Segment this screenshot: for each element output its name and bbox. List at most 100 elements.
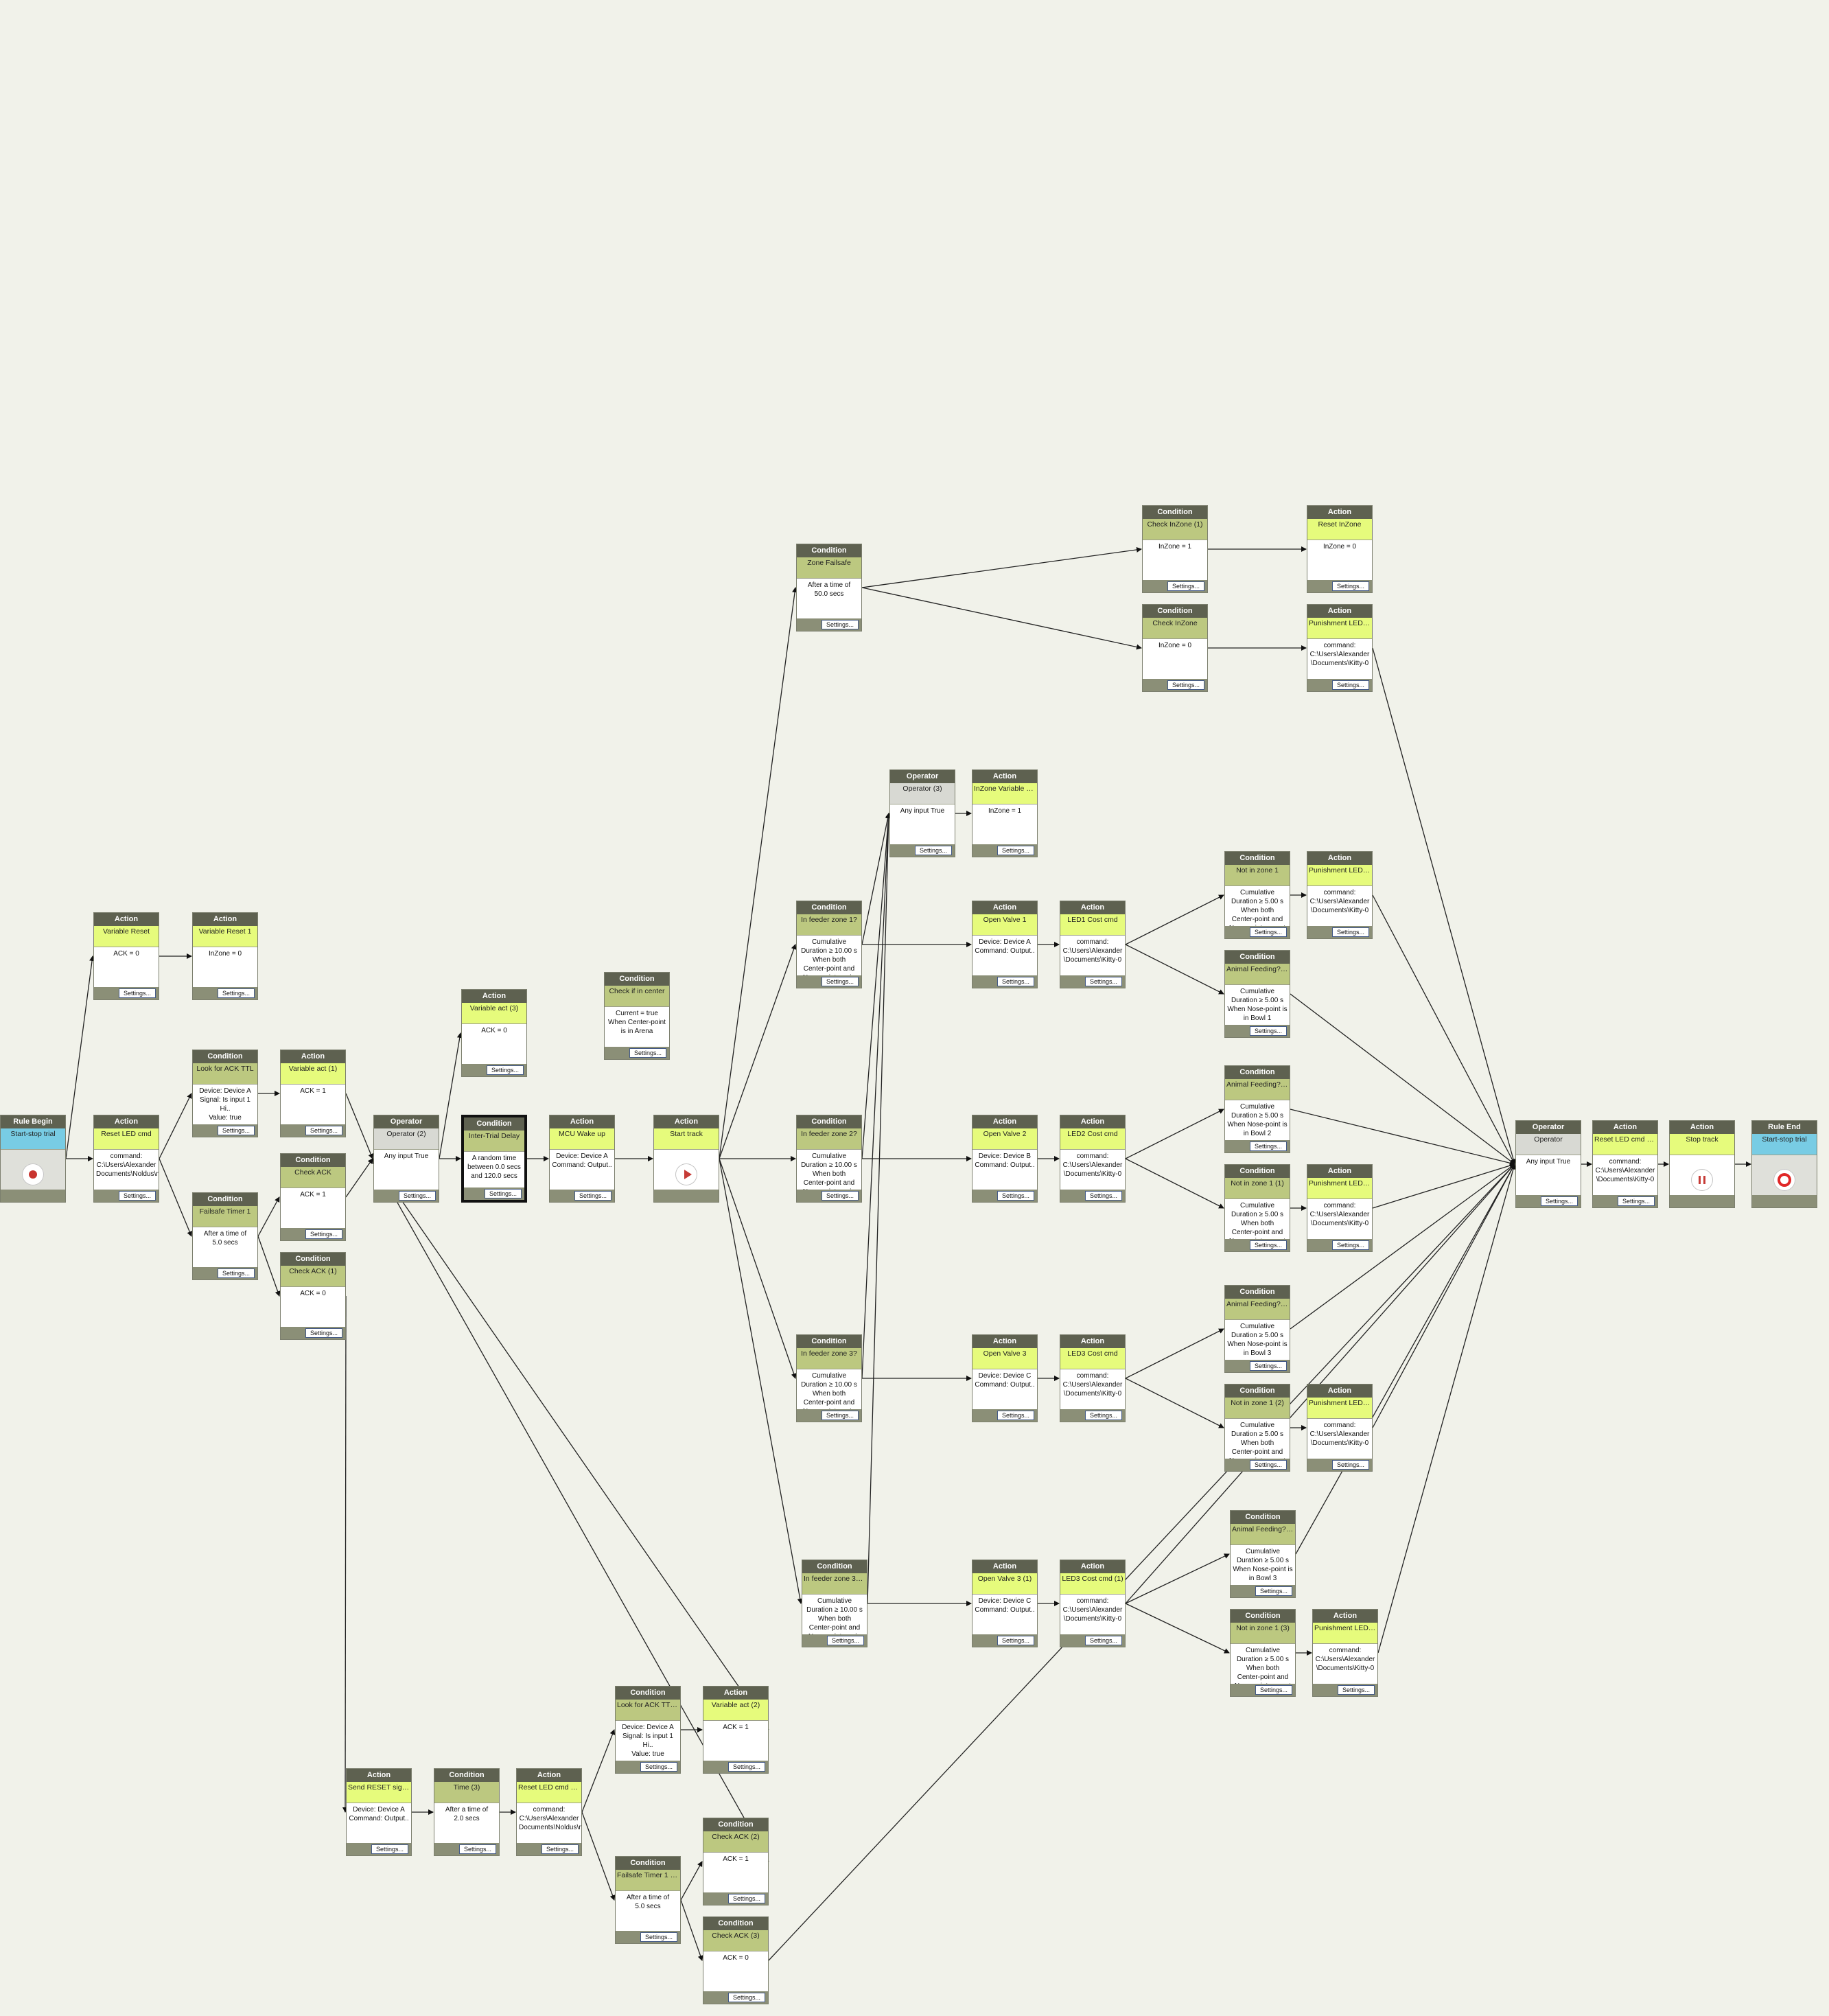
settings-button[interactable]: Settings...	[1250, 1026, 1287, 1036]
settings-button[interactable]: Settings...	[1332, 1240, 1369, 1250]
settings-button[interactable]: Settings...	[574, 1191, 611, 1201]
settings-button[interactable]: Settings...	[305, 1328, 342, 1338]
settings-button[interactable]: Settings...	[997, 977, 1034, 986]
settings-button[interactable]: Settings...	[1250, 1142, 1287, 1151]
settings-button[interactable]: Settings...	[1250, 1460, 1287, 1470]
settings-button[interactable]: Settings...	[997, 1636, 1034, 1645]
settings-button[interactable]: Settings...	[1332, 927, 1369, 937]
settings-button[interactable]: Settings...	[827, 1636, 864, 1645]
settings-button[interactable]: Settings...	[305, 1229, 342, 1239]
settings-button[interactable]: Settings...	[997, 1191, 1034, 1201]
settings-button[interactable]: Settings...	[915, 846, 952, 855]
settings-button[interactable]: Settings...	[1085, 1636, 1122, 1645]
settings-button[interactable]: Settings...	[1250, 927, 1287, 937]
settings-button[interactable]: Settings...	[541, 1844, 579, 1854]
settings-button[interactable]: Settings...	[728, 1762, 765, 1772]
settings-button[interactable]: Settings...	[1167, 581, 1204, 591]
settings-button[interactable]: Settings...	[485, 1189, 522, 1198]
settings-button[interactable]: Settings...	[1338, 1685, 1375, 1695]
settings-button[interactable]: Settings...	[371, 1844, 408, 1854]
settings-button[interactable]: Settings...	[1250, 1240, 1287, 1250]
settings-button[interactable]: Settings...	[1085, 977, 1122, 986]
settings-button[interactable]: Settings...	[1332, 680, 1369, 690]
settings-button[interactable]: Settings...	[1085, 1191, 1122, 1201]
settings-button[interactable]: Settings...	[1250, 1361, 1287, 1371]
settings-button[interactable]: Settings...	[1167, 680, 1204, 690]
settings-button[interactable]: Settings...	[640, 1932, 677, 1942]
settings-button[interactable]: Settings...	[305, 1126, 342, 1135]
settings-button[interactable]: Settings...	[1332, 1460, 1369, 1470]
settings-button[interactable]: Settings...	[119, 988, 156, 998]
settings-button[interactable]: Settings...	[822, 620, 859, 629]
settings-button[interactable]: Settings...	[728, 1993, 765, 2002]
settings-button[interactable]: Settings...	[1255, 1586, 1292, 1596]
settings-button[interactable]: Settings...	[728, 1894, 765, 1903]
settings-button[interactable]: Settings...	[119, 1191, 156, 1201]
settings-button[interactable]: Settings...	[640, 1762, 677, 1772]
settings-button[interactable]: Settings...	[1541, 1196, 1578, 1206]
settings-button[interactable]: Settings...	[218, 988, 255, 998]
settings-button[interactable]: Settings...	[997, 846, 1034, 855]
settings-button[interactable]: Settings...	[218, 1126, 255, 1135]
settings-button[interactable]: Settings...	[822, 1411, 859, 1420]
settings-button[interactable]: Settings...	[1618, 1196, 1655, 1206]
settings-button[interactable]: Settings...	[822, 977, 859, 986]
settings-button[interactable]: Settings...	[1085, 1411, 1122, 1420]
settings-button[interactable]: Settings...	[997, 1411, 1034, 1420]
settings-button[interactable]: Settings...	[629, 1048, 666, 1058]
